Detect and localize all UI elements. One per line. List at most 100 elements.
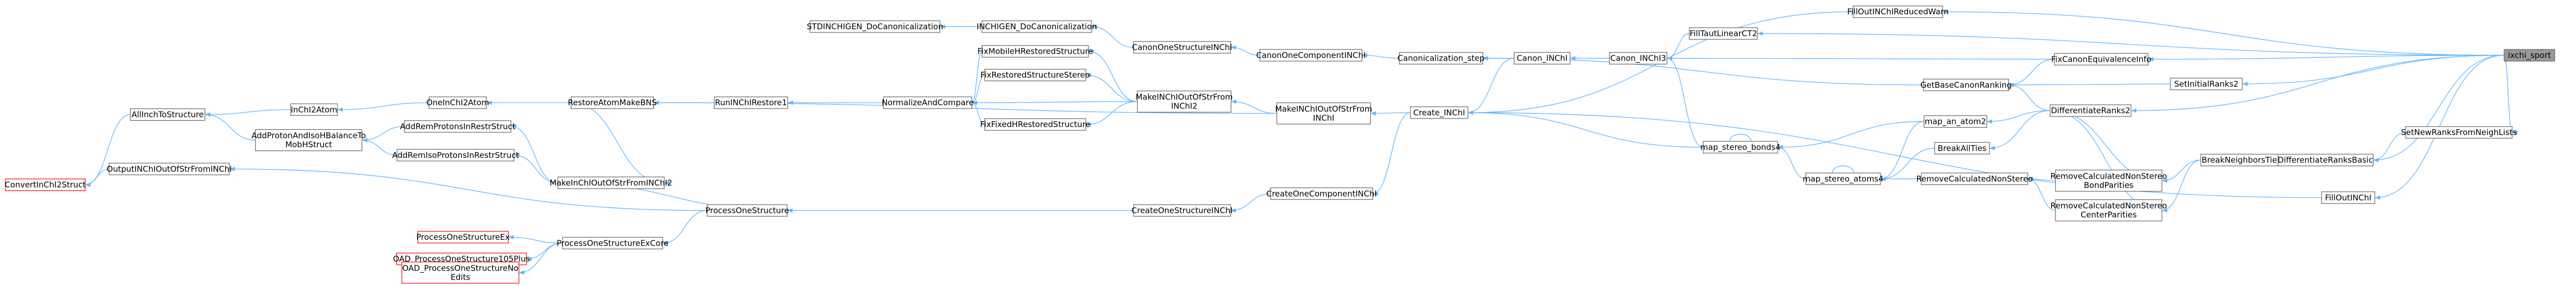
node-process-one-structure-ex[interactable]: ProcessOneStructureEx (416, 231, 510, 243)
node-fix-mobile-hrestored-structure[interactable]: FixMobileHRestoredStructure (977, 45, 1093, 58)
edge-arrowhead (1570, 56, 1575, 61)
edge-arrowhead (2028, 176, 2033, 181)
edge-remove-calculated-non-stereo-center-parities-to-break-neighbors-tie (2161, 159, 2201, 211)
edge-arrowhead (85, 182, 90, 187)
node-box (557, 176, 665, 189)
node-make-in-ch-iout-of-str-from-inch-i2[interactable]: MakeInChIOutOfStrFromINChI2 (550, 176, 672, 189)
node-canon-inch-i[interactable]: Canon_INChI (1514, 52, 1571, 65)
edge-arrowhead (1989, 146, 1995, 150)
node-label: AddRemProtonsInRestrStruct (400, 122, 516, 131)
edge-canon-inch-i3-to-fill-taut-linear-ct2 (1666, 33, 1690, 59)
node-box (1259, 49, 1363, 62)
node-set-initial-ranks2[interactable]: SetInitialRanks2 (2170, 78, 2243, 90)
edge-arrowhead (229, 166, 235, 171)
edge-create-inch-i-to-map-stereo-bonds4 (1467, 112, 1704, 148)
node-run-inch-irestore1[interactable]: RunINChIRestore1 (714, 96, 788, 109)
node-box (1133, 41, 1231, 54)
edge-arrowhead (1667, 56, 1672, 61)
node-box (2504, 49, 2555, 62)
node-add-rem-iso-protons-in-restr-struct[interactable]: AddRemIsoProtonsInRestrStruct (392, 149, 519, 162)
node-label: INChI2 (1171, 102, 1198, 111)
node-label: Canon_INChI (1517, 54, 1567, 64)
edge-arrowhead (514, 153, 519, 157)
edge-arrowhead (663, 241, 668, 246)
node-differentiate-ranks2[interactable]: DifferentiateRanks2 (2050, 104, 2132, 117)
node-fill-taut-linear-ct2[interactable]: FillTautLinearCT2 (1689, 27, 1758, 40)
edge-arrowhead (1088, 49, 1094, 54)
node-canon-one-component-inch-i[interactable]: CanonOneComponentINChI (1256, 49, 1366, 62)
edge-differentiate-ranks2-to-ixchi-sport (2131, 55, 2505, 111)
node-break-all-ties[interactable]: BreakAllTies (1934, 142, 1990, 155)
node-label: OutputINChIOutOfStrFromINChI (106, 164, 232, 174)
node-process-one-structure-ex-core[interactable]: ProcessOneStructureExCore (557, 237, 668, 249)
node-map-an-atom2[interactable]: map_an_atom2 (1923, 115, 1987, 128)
node-remove-calculated-non-stereo[interactable]: RemoveCalculatedNonStereo (1916, 172, 2033, 186)
node-label: STDINCHIGEN_DoCanonicalization (807, 22, 943, 32)
node-create-inch-i[interactable]: Create_INChI (1410, 106, 1468, 119)
node-fill-out-inch-i[interactable]: FillOutINChI (2321, 191, 2375, 204)
edge-break-all-ties-to-differentiate-ranks2 (1989, 110, 2051, 149)
node-box (5, 178, 86, 191)
node-ixchi-sport[interactable]: ixchi_sport (2504, 49, 2555, 62)
edge-add-proton-and-iso-hbalance-to-mob-hstruct-to-add-rem-protons-in-restr-struct (361, 126, 405, 141)
node-canon-one-structure-inch-i[interactable]: CanonOneStructureINChI (1132, 41, 1232, 54)
edge-map-stereo-atoms4-to-break-all-ties (1880, 148, 1935, 180)
node-label: MobHStruct (285, 140, 332, 149)
node-box (1137, 90, 1232, 113)
node-map-stereo-atoms4[interactable]: map_stereo_atoms4 (1803, 172, 1884, 186)
node-box (397, 149, 515, 162)
node-one-in-ch-i2-atom[interactable]: OneInChI2Atom (426, 96, 489, 109)
node-box (404, 120, 511, 133)
node-set-new-ranks-from-neigh-lists[interactable]: SetNewRanksFromNeighLists (2401, 126, 2517, 139)
edge-create-inch-i-to-canon-inch-i (1467, 57, 1515, 113)
node-fix-restored-structure-stereo[interactable]: FixRestoredStructureStereo (980, 69, 1090, 81)
node-create-one-structure-inch-i[interactable]: CreateOneStructureINChI (1132, 204, 1233, 217)
node-canon-inch-i3[interactable]: Canon_INChI3 (1609, 52, 1667, 65)
node-fix-fixed-hrestored-structure[interactable]: FixFixedHRestoredStructure (980, 118, 1091, 131)
edge-fix-fixed-hrestored-structure-to-make-inch-iout-of-str-from-inch-i2 (1085, 101, 1138, 125)
node-label: ProcessOneStructureEx (416, 232, 510, 242)
node-convert-in-ch-i2-struct[interactable]: ConvertInChI2Struct (5, 178, 86, 191)
node-fix-canon-equivalence-info[interactable]: FixCanonEquivalenceInfo (2051, 53, 2151, 66)
node-label: RemoveCalculatedNonStereo (2050, 201, 2167, 211)
node-inchigen-do-canonicalization[interactable]: INCHIGEN_DoCanonicalization (977, 20, 1097, 33)
node-break-neighbors-tie[interactable]: BreakNeighborsTie (2200, 154, 2278, 166)
node-label: SetInitialRanks2 (2174, 79, 2239, 89)
node-box (290, 103, 338, 116)
node-label: FillOutINChIReducedWarn (1847, 7, 1949, 16)
edge-fix-mobile-hrestored-structure-to-make-inch-iout-of-str-from-inch-i2 (1088, 51, 1138, 102)
node-all-inch-to-structure[interactable]: AllInchToStructure (130, 108, 205, 121)
node-label: MakeINChIOutOfStrFrom (1136, 92, 1233, 102)
node-output-inch-iout-of-str-from-inch-i[interactable]: OutputINChIOutOfStrFromINChI (106, 163, 232, 175)
node-box (401, 262, 519, 284)
node-fill-out-inch-ireduced-warn[interactable]: FillOutINChIReducedWarn (1847, 5, 1949, 18)
node-box (984, 118, 1086, 131)
node-in-ch-i2-atom[interactable]: InChI2Atom (290, 103, 338, 116)
edge-arrowhead (972, 100, 977, 105)
node-get-base-canon-ranking[interactable]: GetBaseCanonRanking (1920, 79, 2012, 91)
edge-arrowhead (1086, 122, 1091, 127)
edge-arrowhead (2373, 158, 2379, 163)
node-differentiate-ranks-basic[interactable]: DifferentiateRanksBasic (2277, 154, 2374, 166)
node-map-stereo-bonds4[interactable]: map_stereo_bonds4 (1700, 141, 1781, 154)
node-canonicalization-step[interactable]: Canonicalization_step (1398, 52, 1485, 65)
node-add-rem-protons-in-restr-struct[interactable]: AddRemProtonsInRestrStruct (400, 120, 516, 133)
edge-map-an-atom2-to-differentiate-ranks2 (1986, 110, 2051, 122)
node-normalize-and-compare[interactable]: NormalizeAndCompare (882, 96, 974, 109)
node-stdinchigen-do-canonicalization[interactable]: STDINCHIGEN_DoCanonicalization (807, 20, 943, 33)
edge-canon-inch-i3-to-fix-canon-equivalence-info (1666, 57, 2055, 60)
edge-get-base-canon-ranking-to-fix-canon-equivalence-info (2008, 58, 2055, 86)
edges-layer (85, 10, 2517, 275)
edge-get-base-canon-ranking-to-differentiate-ranks2 (2008, 85, 2051, 111)
node-restore-atom-make-bns[interactable]: RestoreAtomMakeBNS (568, 96, 657, 109)
node-create-one-component-inch-i[interactable]: CreateOneComponentINChI (1266, 187, 1377, 200)
node-process-one-structure[interactable]: ProcessOneStructure (705, 204, 789, 217)
edge-fill-taut-linear-ct2-to-ixchi-sport (1757, 33, 2505, 56)
edge-normalize-and-compare-to-fix-restored-structure-stereo (971, 74, 985, 103)
